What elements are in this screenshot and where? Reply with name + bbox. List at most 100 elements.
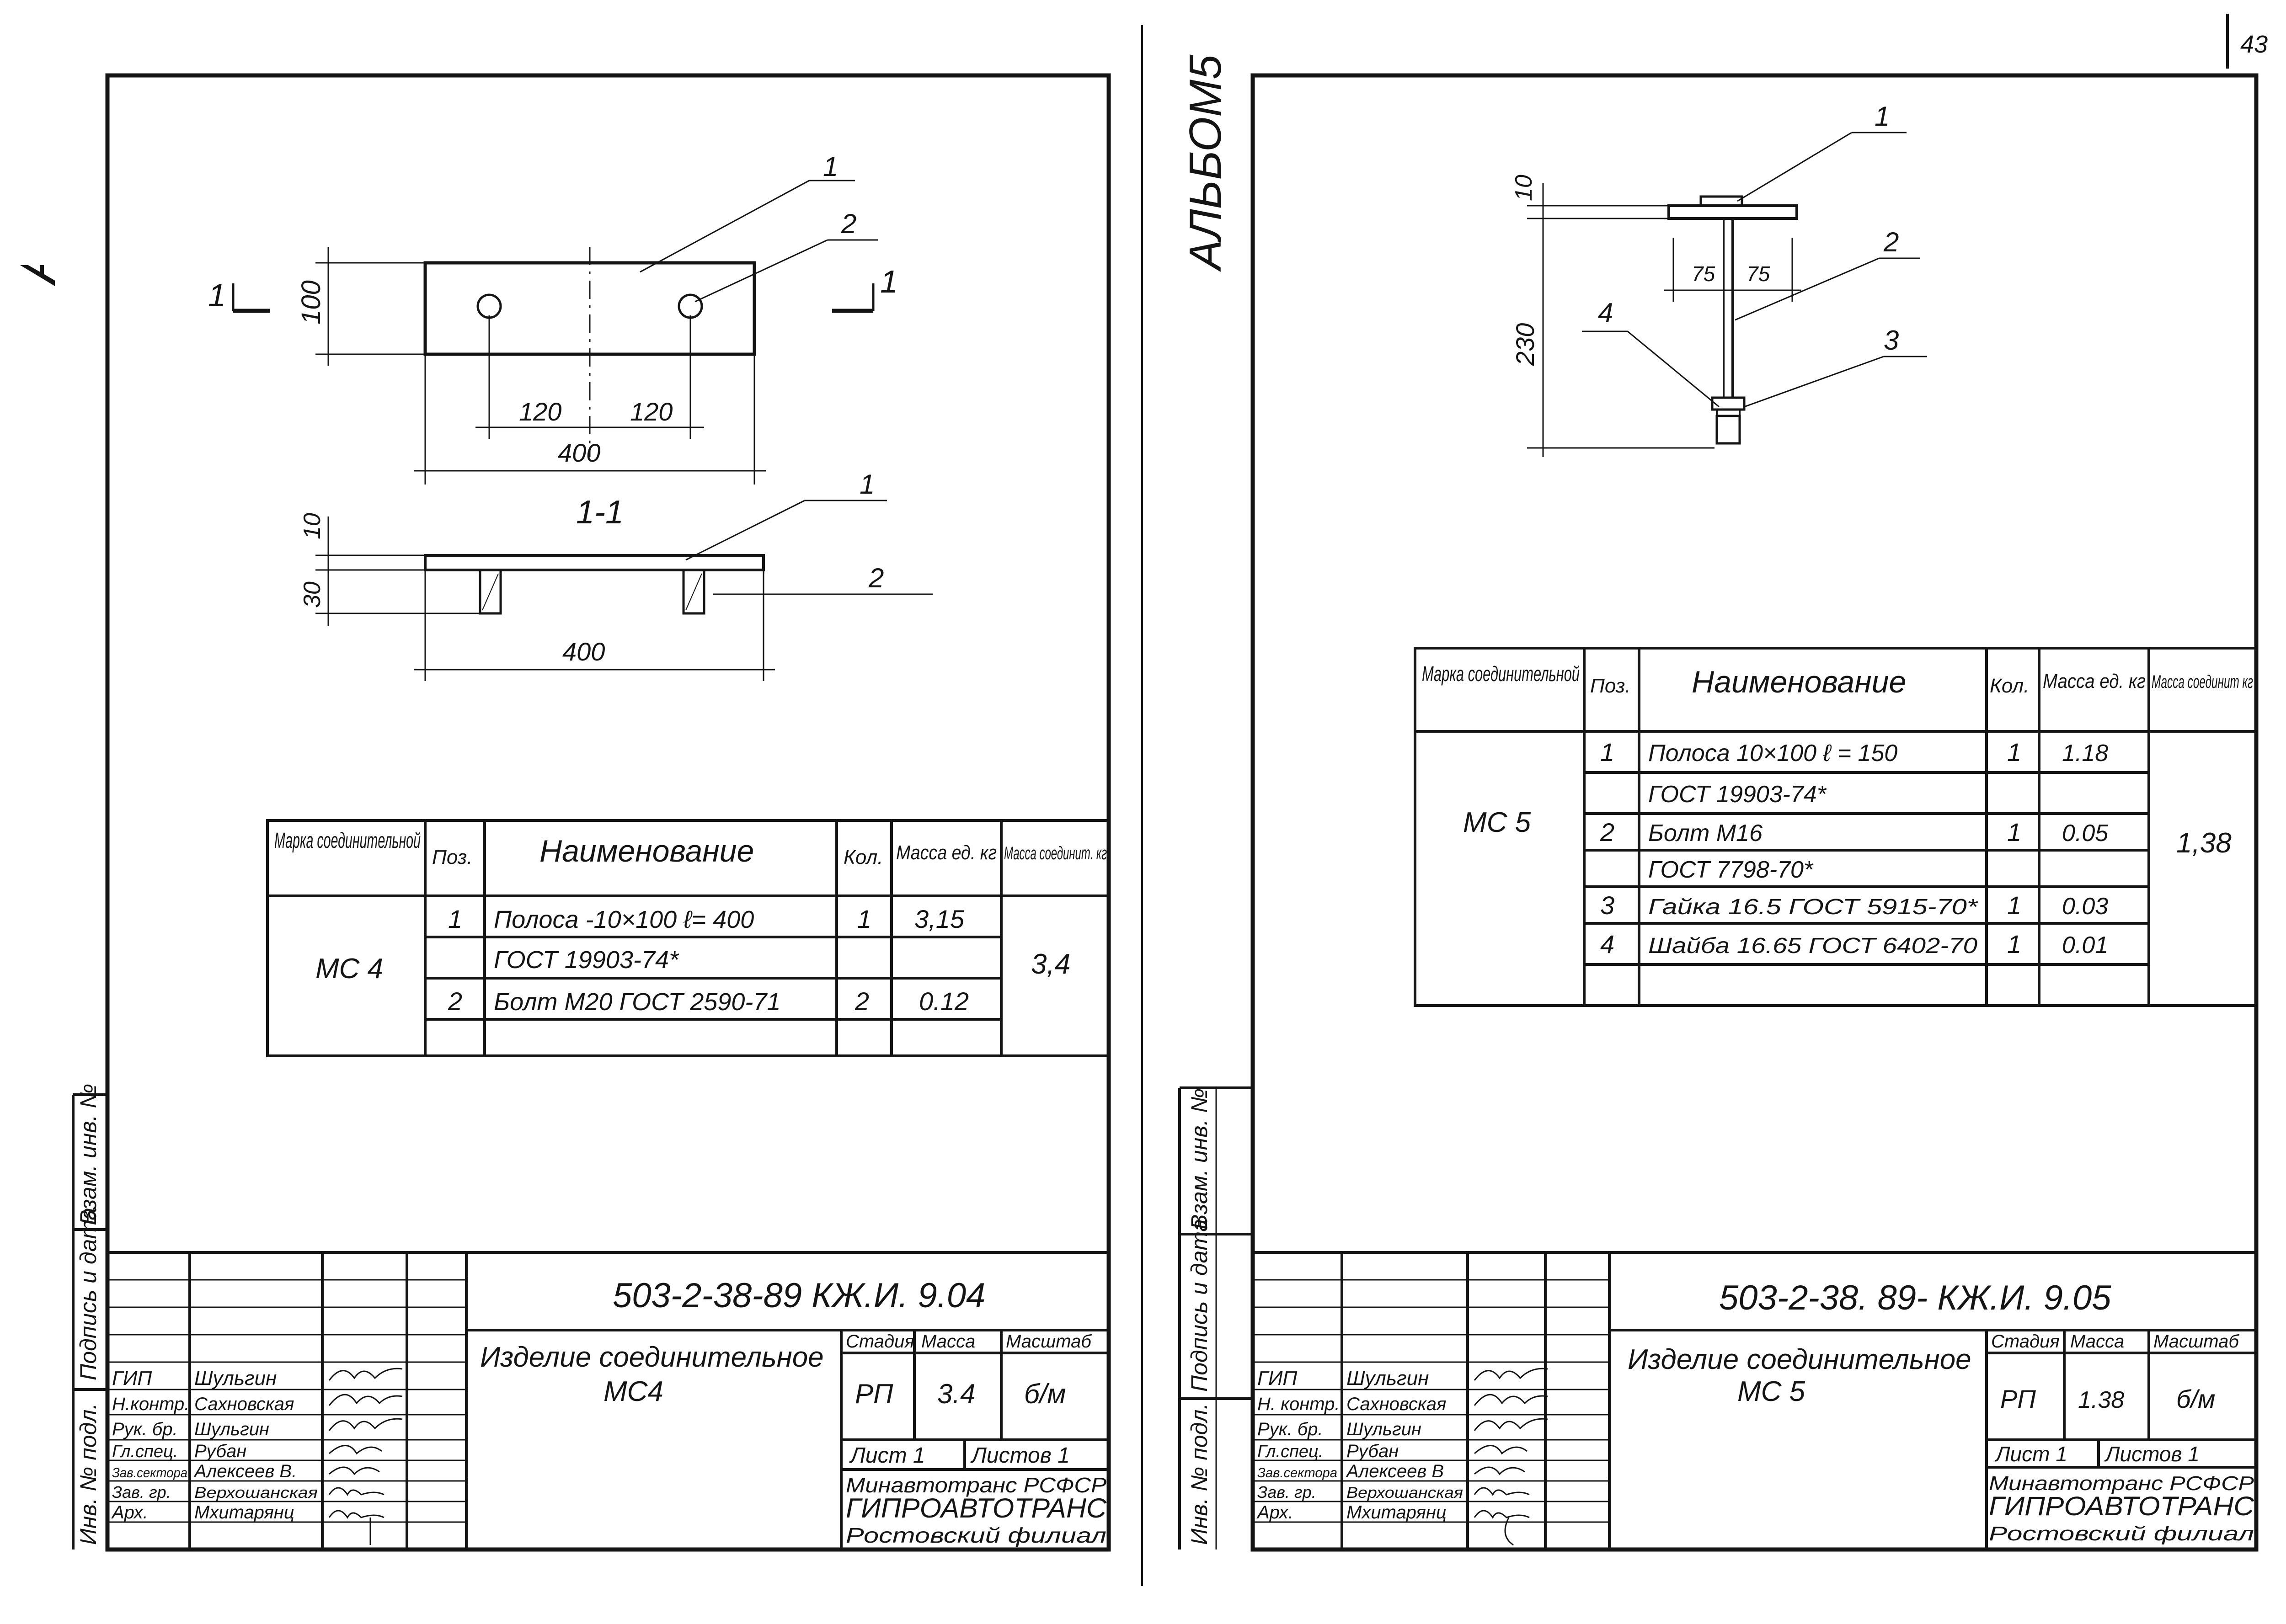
right-spec-table: Марка соединительной Поз. Наименование К…	[1414, 647, 2258, 1007]
right-staff-list: ГИП Шульгин Н. контр. Сахновская Рук. бр…	[1256, 1367, 1463, 1523]
right-pos-1: 1	[1875, 101, 1890, 132]
staff-name: Шульгин	[194, 1419, 269, 1439]
left-pos-1-top: 1	[823, 151, 838, 182]
left-doc-code: 503-2-38-89 КЖ.И. 9.04	[613, 1276, 985, 1315]
left-th-pos: Поз.	[432, 846, 473, 868]
right-th-mass-total: Масса соединит кг	[2152, 672, 2253, 692]
left-signatures	[328, 1368, 403, 1545]
left-th-mass-total: Масса соединит. кг	[1004, 843, 1107, 863]
right-mass: 1.38	[2078, 1387, 2124, 1413]
left-th-qty: Кол.	[844, 846, 883, 868]
left-mark: МС 4	[315, 953, 383, 985]
right-pos-4: 4	[1598, 298, 1613, 328]
left-th-name: Наименование	[539, 834, 754, 868]
staff-role: ГИП	[112, 1367, 152, 1390]
stamp-signature-date: Подпись и дата	[75, 1208, 101, 1380]
staff-role: Арх.	[111, 1502, 148, 1523]
hole-left	[476, 293, 502, 319]
right-org-1: Минавтотранс РСФСР	[1989, 1472, 2254, 1495]
right-row4-name: ГОСТ 7798-70*	[1648, 857, 1814, 883]
staff-name: Алексеев В.	[193, 1461, 297, 1481]
bolt-left-section	[479, 569, 502, 615]
dim-10: 10	[1511, 175, 1537, 201]
album-label: АЛЬБОМ5	[1180, 54, 1230, 272]
album-label-cut: АЛЬБОМ5	[5, 20, 67, 286]
left-row1-pos: 1	[448, 905, 462, 933]
right-th-name: Наименование	[1692, 665, 1906, 699]
left-staff-list: ГИП Шульгин Н.контр. Сахновская Рук. бр.…	[111, 1367, 318, 1523]
right-row6-name: Шайба 16.65 ГОСТ 6402-70	[1648, 934, 1977, 958]
section-mark-left-label: 1	[208, 277, 226, 313]
stamp-vzam-inv: Взам. инв. №	[75, 1084, 101, 1225]
plate-section	[424, 554, 765, 571]
left-title-block: 503-2-38-89 КЖ.И. 9.04 Изделие соедините…	[107, 1251, 1109, 1549]
staff-name: Сахновская	[1346, 1394, 1446, 1414]
section-title: 1-1	[576, 494, 624, 531]
stamp-inv-podl: Инв. № подл.	[75, 1403, 101, 1545]
nut	[1711, 396, 1746, 411]
left-sheets-total: Листов 1	[970, 1443, 1070, 1468]
right-pos-2: 2	[1883, 227, 1899, 257]
page-chrome: 4 3 АЛЬБОМ5	[5, 14, 2268, 1586]
stamp-signature-date: Подпись и дата	[1186, 1219, 1212, 1392]
right-row6-qty: 1	[2007, 930, 2021, 958]
staff-role: ГИП	[1257, 1367, 1297, 1390]
staff-name: Шульгин	[1346, 1419, 1421, 1439]
staff-name: Алексеев В	[1346, 1461, 1444, 1481]
dim-120-left: 120	[519, 397, 561, 426]
right-row6-pos: 4	[1600, 930, 1614, 958]
right-row1-name: Полоса 10×100 ℓ = 150	[1648, 740, 1897, 767]
left-sheet-frame	[105, 73, 1111, 1552]
left-th-mass-unit: Масса ед. кг	[896, 841, 997, 864]
left-sheet: Инв. № подл. Подпись и дата Взам. инв. №…	[72, 73, 1111, 1552]
left-item-code: МС4	[604, 1376, 663, 1407]
right-th-qty: Кол.	[1990, 675, 2029, 697]
right-pos-3: 3	[1884, 325, 1899, 356]
left-sheet-no: Лист 1	[849, 1443, 925, 1468]
right-org-2: ГИПРОАВТОТРАНС	[1989, 1491, 2254, 1521]
left-item-name: Изделие соединительное	[480, 1342, 824, 1373]
dim-400-top: 400	[558, 438, 600, 467]
left-row1-mass: 3,15	[914, 905, 965, 933]
right-stage-header: Стадия	[1991, 1331, 2060, 1352]
left-mass: 3.4	[937, 1379, 975, 1409]
staff-role: Зав.сектора	[112, 1465, 187, 1480]
left-pos-2-top: 2	[841, 208, 856, 239]
dim-10: 10	[299, 513, 326, 539]
right-sheet-no: Лист 1	[1994, 1442, 2067, 1466]
left-section-view: 1-1 10 30 400 1 2	[299, 469, 933, 681]
staff-role: Н.контр.	[112, 1394, 189, 1414]
right-org-3: Ростовский филиал	[1989, 1523, 2254, 1545]
right-signatures	[1474, 1368, 1548, 1546]
staff-role: Зав. гр.	[1257, 1483, 1316, 1502]
left-scale: б/м	[1024, 1379, 1066, 1409]
right-row1-mass: 1.18	[2062, 740, 2108, 767]
staff-role: Гл.спец.	[112, 1442, 178, 1461]
staff-role: Зав. гр.	[112, 1483, 171, 1502]
staff-name: Рубан	[194, 1441, 246, 1461]
left-row3-mass: 0.12	[919, 987, 969, 1016]
staff-role: Гл.спец.	[1257, 1442, 1323, 1461]
right-row2-name: ГОСТ 19903-74*	[1648, 781, 1827, 808]
left-scale-header: Масштаб	[1006, 1331, 1092, 1352]
staff-name: Рубан	[1346, 1441, 1399, 1461]
staff-role: Зав.сектора	[1257, 1465, 1337, 1480]
left-row1-qty: 1	[857, 905, 871, 933]
right-row3-name: Болт М16	[1648, 820, 1763, 847]
right-row3-qty: 1	[2007, 818, 2021, 847]
dim-75-right: 75	[1747, 262, 1770, 286]
right-th-mark: Марка соединительной	[1422, 662, 1580, 686]
right-sheets-total: Листов 1	[2104, 1442, 2200, 1466]
right-item-code: МС 5	[1737, 1376, 1805, 1407]
dim-30: 30	[299, 581, 326, 608]
staff-name: Верхошанская	[194, 1484, 318, 1502]
right-drawing: 10 230 75 75 1 2 3 4	[1511, 101, 1927, 457]
right-doc-code: 503-2-38. 89- КЖ.И. 9.05	[1719, 1278, 2111, 1317]
left-org-1: Минавтотранс РСФСР	[846, 1473, 1106, 1497]
left-side-stamp: Инв. № подл. Подпись и дата Взам. инв. №	[72, 1084, 107, 1549]
right-row5-pos: 3	[1600, 891, 1614, 920]
staff-role: Н. контр.	[1257, 1394, 1340, 1414]
right-scale: б/м	[2176, 1384, 2215, 1413]
bolt-end	[1715, 415, 1741, 445]
right-title-block: 503-2-38. 89- КЖ.И. 9.05 Изделие соедини…	[1253, 1251, 2256, 1549]
